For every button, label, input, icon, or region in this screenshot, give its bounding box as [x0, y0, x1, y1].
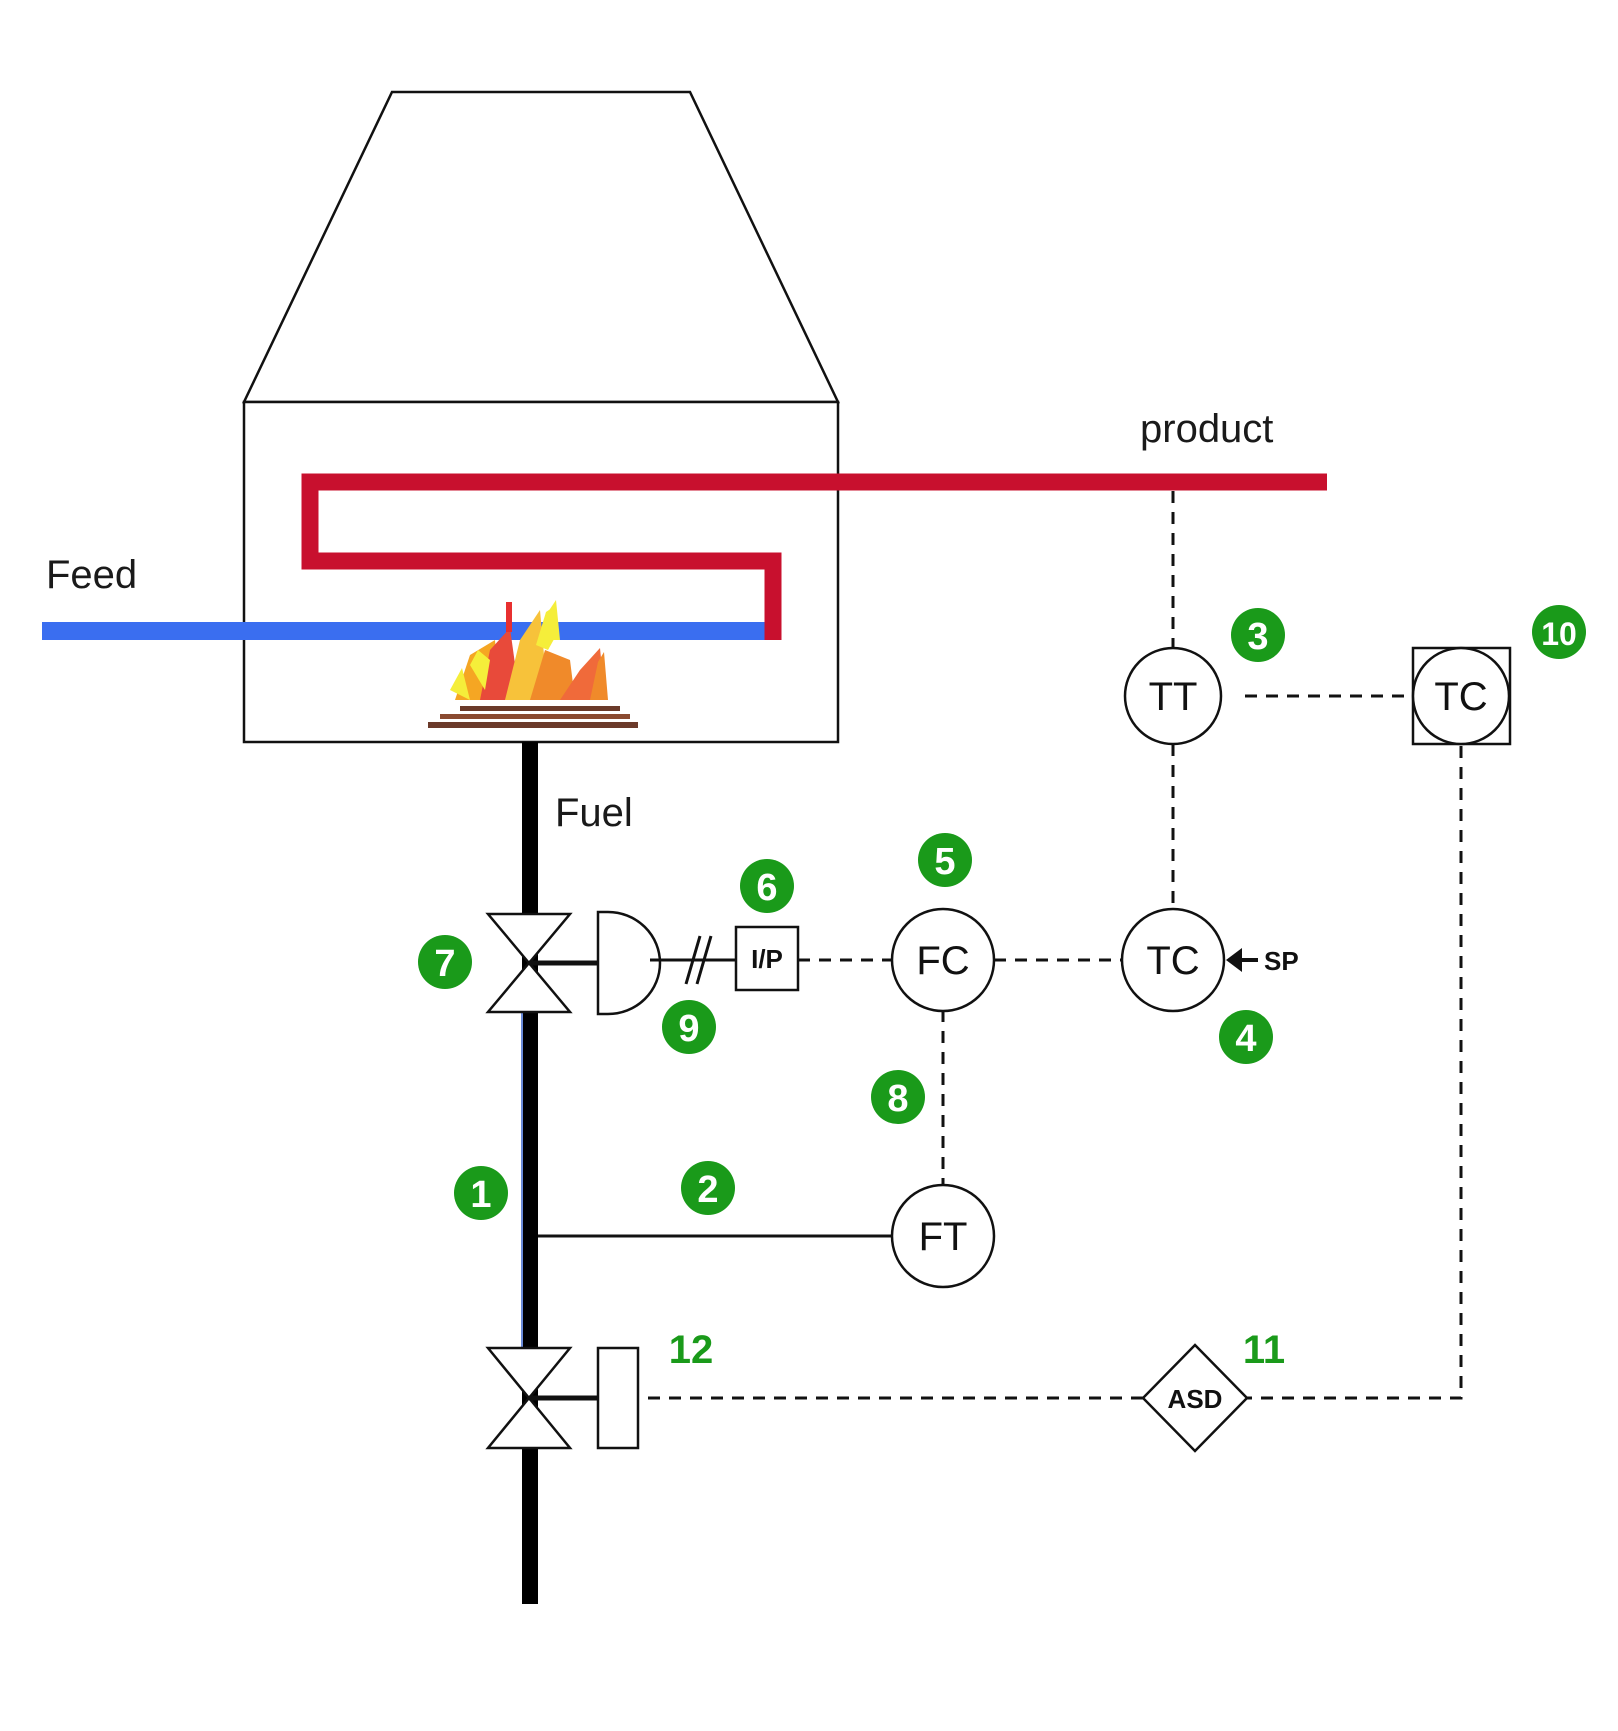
- valve-actuator: [596, 910, 662, 1016]
- tc-bubble[interactable]: [1120, 907, 1226, 1013]
- asd-diamond[interactable]: [1141, 1343, 1249, 1453]
- svg-text:2: 2: [697, 1169, 718, 1211]
- marker-12: 12: [669, 1328, 714, 1372]
- safety-tc-label: TC: [1434, 675, 1487, 719]
- solenoid-actuator: [596, 1346, 640, 1450]
- svg-text:9: 9: [678, 1008, 699, 1050]
- svg-text:8: 8: [887, 1078, 908, 1120]
- setpoint-arrow-icon: [1226, 948, 1258, 972]
- svg-text:5: 5: [934, 841, 955, 883]
- shutdown-valve[interactable]: [485, 1346, 640, 1450]
- ip-converter-label: I/P: [751, 944, 783, 974]
- svg-text:4: 4: [1235, 1018, 1256, 1060]
- asd-label: ASD: [1168, 1384, 1223, 1414]
- furnace-stack: [242, 90, 840, 404]
- control-valve[interactable]: [485, 910, 662, 1016]
- svg-text:10: 10: [1541, 616, 1577, 652]
- marker-11: 11: [1243, 1328, 1285, 1372]
- signal-safety-tc-asd: [1247, 746, 1463, 1400]
- pneumatic-signal-line: [650, 935, 736, 985]
- marker-10: 10: [1532, 605, 1586, 659]
- marker-9: 9: [662, 1000, 716, 1054]
- setpoint-label: SP: [1264, 946, 1299, 976]
- marker-1: 1: [454, 1166, 508, 1220]
- marker-6: 6: [740, 859, 794, 913]
- tt-bubble[interactable]: [1123, 646, 1223, 746]
- fc-label: FC: [916, 939, 969, 983]
- product-coil: [301, 473, 1327, 640]
- marker-5: 5: [918, 833, 972, 887]
- product-label: product: [1140, 407, 1273, 451]
- marker-7: 7: [418, 935, 472, 989]
- tt-label: TT: [1149, 675, 1198, 719]
- fuel-label: Fuel: [555, 791, 633, 835]
- svg-text:3: 3: [1247, 616, 1268, 658]
- tc-label: TC: [1146, 939, 1199, 983]
- marker-4: 4: [1219, 1010, 1273, 1064]
- marker-3: 3: [1231, 608, 1285, 662]
- ft-label: FT: [919, 1215, 968, 1259]
- svg-text:6: 6: [756, 867, 777, 909]
- marker-2: 2: [681, 1161, 735, 1215]
- safety-tc-bubble[interactable]: [1411, 646, 1511, 746]
- ft-bubble[interactable]: [890, 1183, 996, 1289]
- feed-label: Feed: [46, 553, 137, 597]
- svg-text:1: 1: [470, 1174, 491, 1216]
- burner-flame: [428, 600, 638, 728]
- marker-8: 8: [871, 1070, 925, 1124]
- fc-bubble[interactable]: [890, 907, 996, 1013]
- svg-text:7: 7: [434, 943, 455, 985]
